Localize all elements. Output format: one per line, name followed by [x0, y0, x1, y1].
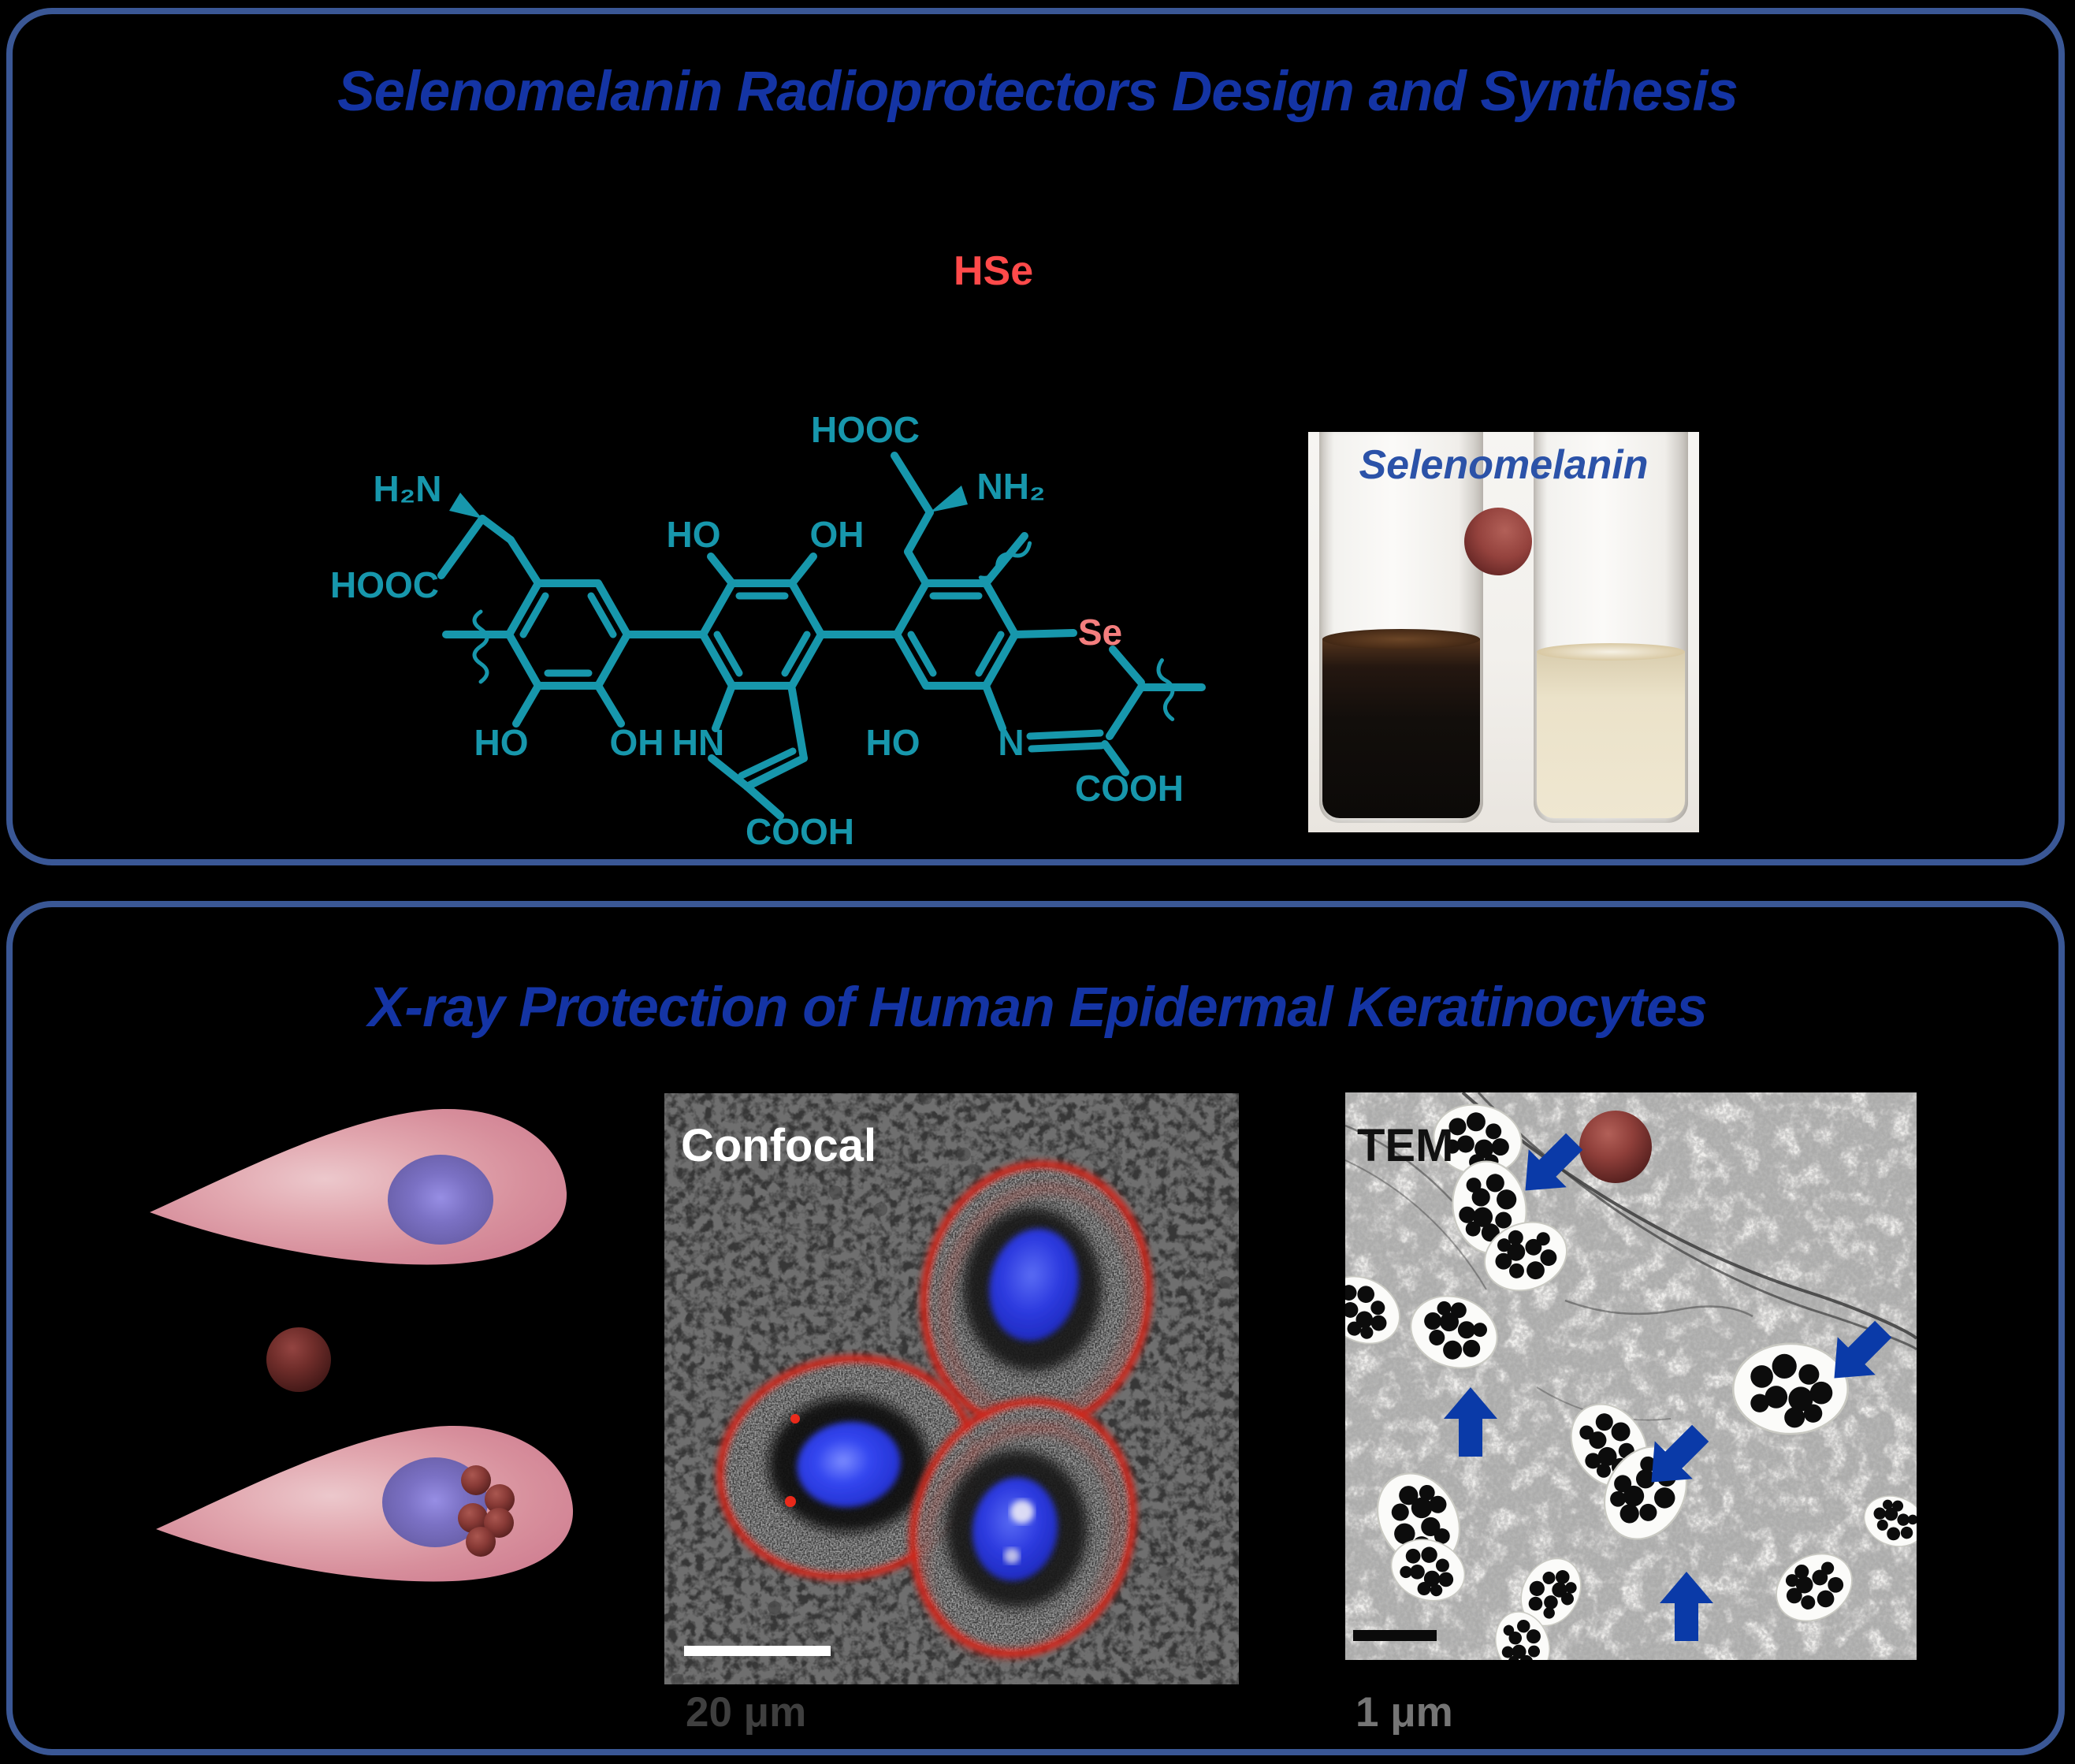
atom-label: H₂N [374, 468, 442, 509]
confocal-scale-bar [684, 1646, 831, 1656]
atom-label: OH [610, 722, 664, 763]
nucleus [972, 1477, 1058, 1581]
top-panel-title: Selenomelanin Radioprotectors Design and… [337, 61, 1738, 123]
wedge-bonds [449, 486, 968, 519]
atom-label: NH₂ [977, 466, 1046, 507]
selenomelanin-solution-vial [1319, 432, 1483, 823]
confocal-label: Confocal [681, 1120, 877, 1171]
hse-reagent-label: HSe [954, 248, 1034, 294]
squiggle-bond-marks [472, 541, 1175, 721]
keratinocyte-cartoon [150, 1108, 574, 1582]
nanoparticle-sphere [266, 1327, 331, 1392]
tem-scale-label: 1 μm [1355, 1689, 1453, 1736]
untreated-cell-nucleus [388, 1155, 493, 1245]
control-solution-vial [1534, 432, 1688, 823]
confocal-micrograph [664, 1093, 1239, 1684]
nucleolus [1004, 1548, 1020, 1564]
atom-label: HOOC [811, 409, 920, 450]
nanoparticle-sphere [1579, 1111, 1652, 1183]
pale-control-liquid [1537, 643, 1685, 818]
tem-micrograph [1345, 1092, 1917, 1660]
confocal-scale-label: 20 μm [686, 1689, 807, 1736]
nucleus [797, 1421, 901, 1508]
design-synthesis-panel [6, 8, 2065, 865]
bottom-panel-title: X-ray Protection of Human Epidermal Kera… [368, 977, 1708, 1039]
atom-label: OH [810, 514, 865, 555]
photo-caption: Selenomelanin [1359, 442, 1649, 488]
atom-label: HOOC [330, 564, 439, 605]
nucleus [989, 1228, 1079, 1342]
atom-label: HO [474, 722, 529, 763]
tem-label: TEM [1357, 1120, 1454, 1171]
atom-label: N [998, 722, 1024, 763]
double-bond-marks [519, 592, 1005, 677]
perinuclear-nanoparticles [458, 1465, 515, 1557]
untreated-cell-body [150, 1108, 567, 1265]
dark-selenomelanin-liquid [1322, 629, 1480, 818]
atom-label: COOH [746, 811, 854, 852]
atom-label: HN [672, 722, 724, 763]
nucleolus [1010, 1500, 1034, 1524]
selenomelanin-nanoparticle-icon [1464, 508, 1532, 575]
atom-label: Se [1078, 612, 1122, 653]
atom-label: COOH [1075, 768, 1184, 809]
confocal-cell-bottom [906, 1395, 1151, 1671]
atom-label: HO [866, 722, 920, 763]
tem-scale-bar [1353, 1630, 1437, 1641]
confocal-cell-top [914, 1159, 1164, 1441]
atom-label: HO [667, 514, 721, 555]
selenomelanin-vial-photo: Selenomelanin [1308, 432, 1699, 832]
